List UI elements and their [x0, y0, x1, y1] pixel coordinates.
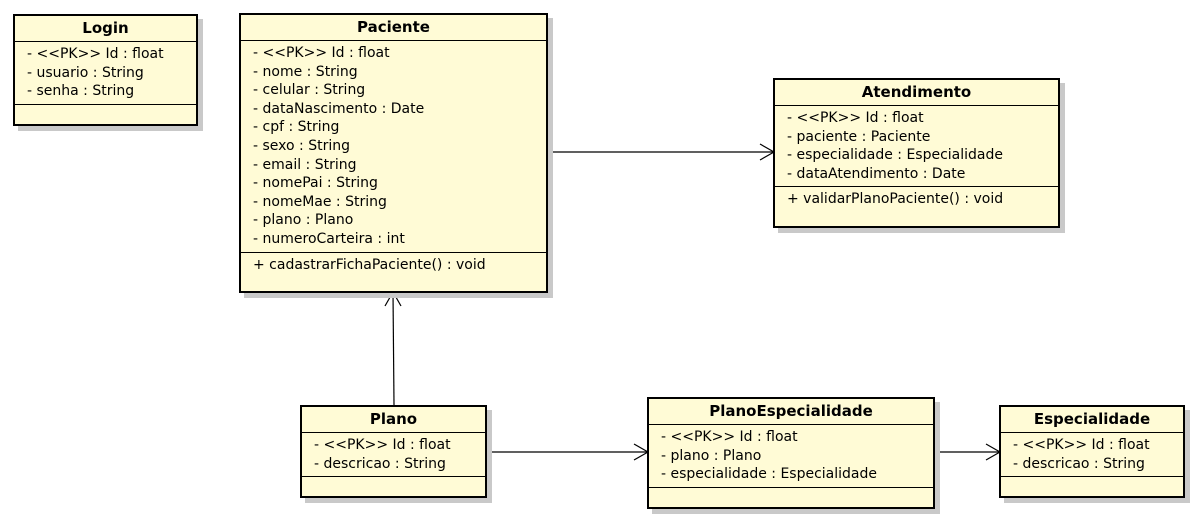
attribute-row: - <<PK>> Id : float — [1013, 437, 1150, 453]
attribute-row: - plano : Plano — [253, 212, 354, 229]
attribute-row: - <<PK>> Id : float — [253, 45, 390, 61]
attributes-compartment: - <<PK>> Id : float - descricao : String — [1001, 433, 1183, 478]
attribute-row: - <<PK>> Id : float — [661, 429, 798, 445]
class-name-plano: Plano — [302, 407, 485, 433]
class-name-planoespecialidade: PlanoEspecialidade — [649, 399, 933, 425]
attributes-compartment: - <<PK>> Id : float - usuario : String - s… — [15, 42, 196, 105]
operation-row: + validarPlanoPaciente() : void — [787, 191, 1004, 208]
attribute-row: - descricao : String — [314, 455, 446, 472]
attribute-row: - <<PK>> Id : float — [27, 46, 164, 62]
attributes-compartment: - <<PK>> Id : float - paciente : Paciente… — [775, 106, 1058, 188]
operations-compartment: + validarPlanoPaciente() : void — [775, 187, 1058, 212]
attributes-compartment: - <<PK>> Id : float - nome : String - celu… — [241, 41, 546, 253]
attribute-row: - nome : String — [253, 63, 358, 80]
attribute-row: - celular : String — [253, 82, 366, 99]
attribute-row: - plano : Plano — [661, 447, 762, 464]
association-plano-paciente — [392, 291, 395, 406]
attribute-row: - nomeMae : String — [253, 193, 387, 210]
class-login[interactable]: Login - <<PK>> Id : float - usuario : Stri… — [13, 14, 198, 126]
class-name-especialidade: Especialidade — [1001, 407, 1183, 433]
attributes-compartment: - <<PK>> Id : float - plano : Plano - espe… — [649, 425, 933, 488]
attribute-row: - numeroCarteira : int — [253, 230, 405, 247]
attribute-row: - dataNascimento : Date — [253, 100, 425, 117]
attribute-row: - <<PK>> Id : float — [314, 437, 451, 453]
class-plano[interactable]: Plano - <<PK>> Id : float - descricao : St… — [300, 405, 487, 498]
attribute-row: - especialidade : Especialidade — [661, 466, 877, 483]
class-paciente[interactable]: Paciente - <<PK>> Id : float - nome : Stri… — [239, 13, 548, 293]
operations-compartment — [302, 477, 485, 495]
attribute-row: - cpf : String — [253, 119, 340, 136]
attribute-row: - paciente : Paciente — [787, 128, 931, 145]
operations-compartment — [15, 105, 196, 123]
class-name-atendimento: Atendimento — [775, 80, 1058, 106]
class-atendimento[interactable]: Atendimento - <<PK>> Id : float - paciente… — [773, 78, 1060, 228]
attribute-row: - dataAtendimento : Date — [787, 165, 966, 182]
class-especialidade[interactable]: Especialidade - <<PK>> Id : float - descri… — [999, 405, 1185, 498]
attribute-row: - senha : String — [27, 83, 135, 100]
attribute-row: - especialidade : Especialidade — [787, 147, 1003, 164]
attribute-row: - nomePai : String — [253, 175, 378, 192]
attribute-row: - sexo : String — [253, 137, 350, 154]
attribute-row: - descricao : String — [1013, 455, 1145, 472]
class-name-login: Login — [15, 16, 196, 42]
attribute-row: - <<PK>> Id : float — [787, 110, 924, 126]
class-name-paciente: Paciente — [241, 15, 546, 41]
operations-compartment: + cadastrarFichaPaciente() : void — [241, 253, 546, 278]
operation-row: + cadastrarFichaPaciente() : void — [253, 256, 486, 273]
attributes-compartment: - <<PK>> Id : float - descricao : String — [302, 433, 485, 478]
class-planoespecialidade[interactable]: PlanoEspecialidade - <<PK>> Id : float - p… — [647, 397, 935, 509]
attribute-row: - email : String — [253, 156, 357, 173]
operations-compartment — [1001, 477, 1183, 495]
attribute-row: - usuario : String — [27, 64, 144, 81]
operations-compartment — [649, 488, 933, 506]
